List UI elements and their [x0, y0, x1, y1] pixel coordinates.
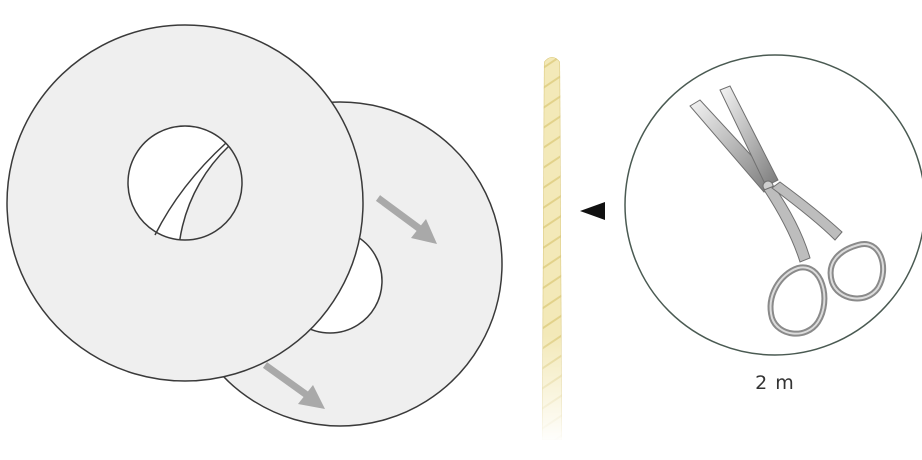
scissors-panel [624, 54, 922, 356]
disc-front [6, 24, 364, 382]
scissors-icon [689, 85, 887, 337]
move-arrow-lower [262, 362, 325, 409]
length-label: 2 m [755, 372, 795, 394]
disc-front-ring [6, 24, 364, 382]
disc-cut-line [154, 142, 227, 236]
pointer-arrow-icon [580, 202, 605, 220]
move-arrow-upper [375, 195, 437, 244]
twisted-cord [542, 57, 562, 440]
